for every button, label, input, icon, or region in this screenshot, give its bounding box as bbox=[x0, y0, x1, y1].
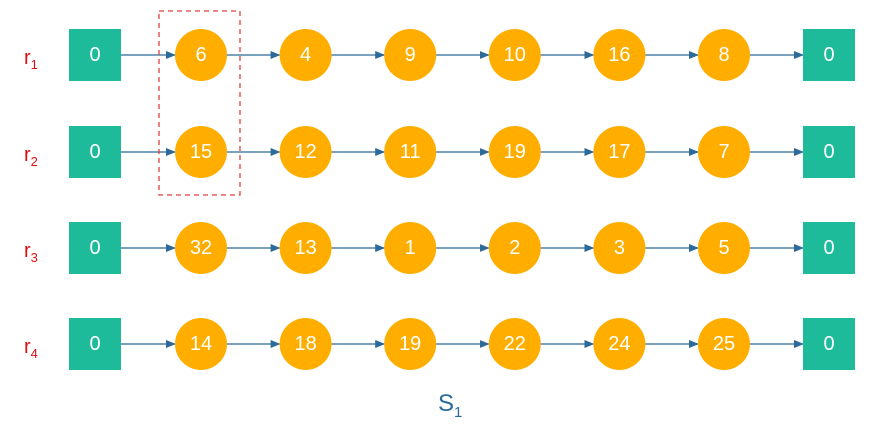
customer-node-label: 24 bbox=[608, 333, 630, 355]
customer-node-label: 1 bbox=[405, 237, 416, 259]
customer-node bbox=[593, 318, 646, 370]
customer-node bbox=[488, 29, 541, 81]
route-row: r2 0 15 12 11 19 17 7 0 bbox=[24, 126, 855, 178]
customer-node bbox=[279, 29, 332, 81]
customer-node-label: 25 bbox=[713, 333, 735, 355]
customer-node-label: 2 bbox=[509, 237, 520, 259]
customer-node bbox=[384, 29, 437, 81]
customer-node-label: 18 bbox=[294, 333, 316, 355]
row-label-subscript: 3 bbox=[31, 250, 38, 265]
customer-node bbox=[698, 222, 750, 274]
start-depot-label: 0 bbox=[89, 44, 100, 66]
customer-node-label: 32 bbox=[190, 237, 212, 259]
customer-node bbox=[488, 318, 541, 370]
start-depot bbox=[69, 126, 121, 178]
end-depot-label: 0 bbox=[823, 141, 834, 163]
start-depot-label: 0 bbox=[89, 141, 100, 163]
customer-node-label: 12 bbox=[294, 141, 316, 163]
row-label: r4 bbox=[24, 336, 38, 361]
customer-node bbox=[593, 29, 646, 81]
customer-node bbox=[488, 126, 541, 178]
customer-node bbox=[175, 222, 227, 274]
end-depot-label: 0 bbox=[823, 44, 834, 66]
row-label: r1 bbox=[24, 47, 38, 72]
customer-node-label: 3 bbox=[614, 237, 625, 259]
customer-node-label: 19 bbox=[399, 333, 421, 355]
start-depot bbox=[69, 318, 121, 370]
customer-node-label: 19 bbox=[504, 141, 526, 163]
row-label-subscript: 1 bbox=[31, 57, 38, 72]
customer-node bbox=[384, 126, 437, 178]
customer-node-label: 8 bbox=[718, 44, 729, 66]
customer-node bbox=[698, 29, 750, 81]
customer-node-label: 11 bbox=[400, 141, 421, 163]
start-depot bbox=[69, 29, 121, 81]
end-depot bbox=[803, 222, 855, 274]
customer-node bbox=[384, 318, 437, 370]
customer-node bbox=[175, 126, 227, 178]
customer-node-label: 13 bbox=[294, 237, 316, 259]
highlight-box bbox=[158, 10, 241, 196]
row-label-text: r bbox=[24, 144, 31, 166]
customer-node bbox=[279, 126, 332, 178]
customer-node-label: 14 bbox=[190, 333, 212, 355]
start-depot bbox=[69, 222, 121, 274]
route-row: r4 0 14 18 19 22 24 25 0 bbox=[24, 318, 855, 370]
customer-node-label: 4 bbox=[300, 44, 311, 66]
end-depot-label: 0 bbox=[823, 333, 834, 355]
customer-node-label: 15 bbox=[190, 141, 212, 163]
end-depot bbox=[803, 126, 855, 178]
customer-node-label: 6 bbox=[195, 44, 206, 66]
end-depot bbox=[803, 29, 855, 81]
customer-node-label: 10 bbox=[504, 44, 526, 66]
caption-text: S bbox=[438, 390, 455, 417]
customer-node bbox=[488, 222, 541, 274]
row-label-subscript: 4 bbox=[31, 346, 38, 361]
row-label-text: r bbox=[24, 47, 31, 69]
customer-node bbox=[279, 318, 332, 370]
customer-node-label: 17 bbox=[608, 141, 630, 163]
end-depot bbox=[803, 318, 855, 370]
end-depot-label: 0 bbox=[823, 237, 834, 259]
customer-node bbox=[593, 222, 646, 274]
customer-node bbox=[698, 318, 750, 370]
diagram-caption: S1 bbox=[438, 390, 498, 421]
customer-node bbox=[175, 318, 227, 370]
customer-node bbox=[175, 29, 227, 81]
start-depot-label: 0 bbox=[89, 333, 100, 355]
customer-node bbox=[593, 126, 646, 178]
row-label: r2 bbox=[24, 144, 38, 169]
row-label-text: r bbox=[24, 240, 31, 262]
row-label-text: r bbox=[24, 336, 31, 358]
customer-node-label: 9 bbox=[405, 44, 416, 66]
customer-node-label: 5 bbox=[718, 237, 729, 259]
start-depot-label: 0 bbox=[89, 237, 100, 259]
customer-node-label: 16 bbox=[608, 44, 630, 66]
customer-node bbox=[384, 222, 437, 274]
row-label-subscript: 2 bbox=[31, 154, 38, 169]
row-label: r3 bbox=[24, 240, 38, 265]
caption-subscript: 1 bbox=[454, 403, 463, 421]
customer-node bbox=[698, 126, 750, 178]
customer-node-label: 22 bbox=[504, 333, 526, 355]
customer-node bbox=[279, 222, 332, 274]
customer-node-label: 7 bbox=[718, 141, 729, 163]
